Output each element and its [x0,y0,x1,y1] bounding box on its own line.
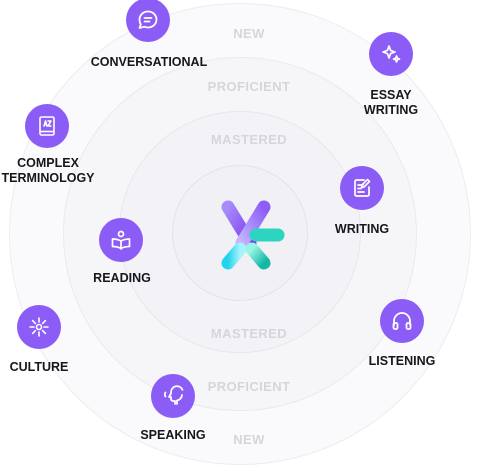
sparkles-icon [369,32,413,76]
skill-label-complex-terminology: COMPLEX TERMINOLOGY [1,156,95,185]
skill-label-culture: CULTURE [9,360,69,374]
edit-document-icon [340,166,384,210]
skill-label-speaking: SPEAKING [140,428,206,442]
speaking-head-icon [151,374,195,418]
chat-bubble-icon [126,0,170,42]
level-label-proficient-top: PROFICIENT [207,79,291,94]
culture-spark-icon [17,305,61,349]
level-label-mastered-bottom: MASTERED [210,326,288,341]
level-label-proficient-bottom: PROFICIENT [207,379,291,394]
brand-logo [207,200,285,270]
headphones-icon [380,299,424,343]
level-label-new-top: NEW [233,26,265,41]
skill-label-conversational: CONVERSATIONAL [90,55,208,69]
reading-person-icon [99,218,143,262]
skill-label-reading: READING [93,271,151,285]
skill-label-listening: LISTENING [368,354,436,368]
level-label-mastered-top: MASTERED [210,132,288,147]
level-label-new-bottom: NEW [233,432,265,447]
skill-label-writing: WRITING [334,222,390,236]
skill-label-essay-writing: ESSAY WRITING [363,88,419,117]
dictionary-icon [25,104,69,148]
